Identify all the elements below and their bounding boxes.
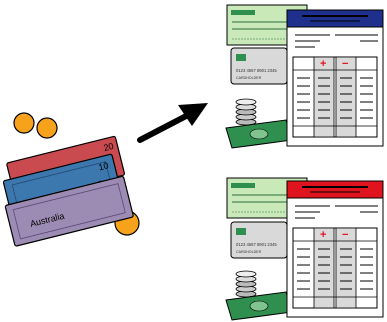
card-name: CARDHOLDER [236,250,262,254]
coin-stack-icon [236,271,256,297]
ledger-minus: − [342,229,348,241]
coin-icon [14,113,34,133]
ledger-sheet-red: + − [287,181,383,317]
ledger-minus: − [342,58,348,70]
bank-card-icon: 0123 4567 8901 2345 CARDHOLDER [231,48,287,84]
green-banknote-icon [226,120,292,148]
cash-pile: 20 10 5 Australia [3,113,139,246]
ledger-header-blue [287,10,383,27]
bank-card-icon: 0123 4567 8901 2345 CARDHOLDER [231,222,287,258]
ledger-plus: + [320,58,326,70]
ledger-sheet-blue: + − [287,10,383,146]
accounts-group-top: 0123 4567 8901 2345 CARDHOLDER [226,5,383,148]
coin-stack-icon [236,99,256,125]
ledger-plus: + [320,229,326,241]
card-number: 0123 4567 8901 2345 [236,242,277,247]
ledger-header-red [287,181,383,198]
card-name: CARDHOLDER [236,76,262,80]
green-banknote-icon [226,292,292,320]
arrow-icon [140,103,208,140]
card-number: 0123 4567 8901 2345 [236,68,277,73]
coin-icon [37,118,57,138]
accounts-group-bottom: 0123 4567 8901 2345 CARDHOLDER [226,178,383,320]
